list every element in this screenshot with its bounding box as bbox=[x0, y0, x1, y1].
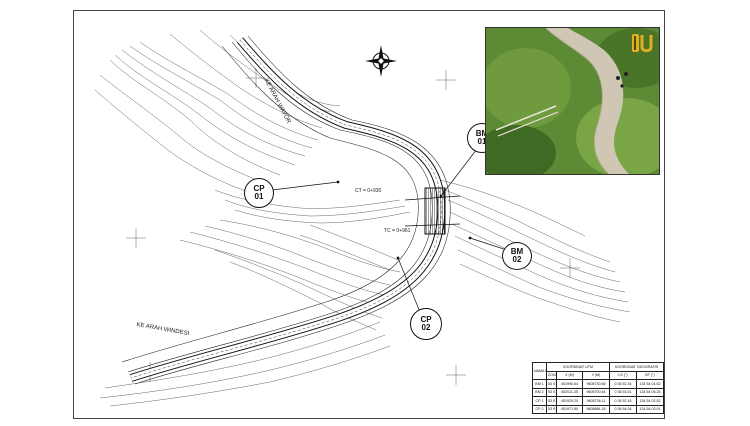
marker-cp01-line1: CP bbox=[253, 183, 265, 193]
cell-bt: 134 54 03.91 bbox=[636, 404, 665, 414]
marker-cp01-line2: 01 bbox=[254, 192, 264, 201]
marker-bm01-line1: BM bbox=[475, 128, 489, 138]
aerial-photo-inset bbox=[485, 27, 660, 175]
table-row: CP 1 53 S 451929.20 9605736.11 0 36 52.1… bbox=[532, 396, 665, 406]
table-header-geo: KOORDINAT GEOGRAFIS bbox=[609, 362, 665, 372]
table-header-ls: LS (°) bbox=[609, 370, 638, 380]
cell-ls: 0 36 52.16 bbox=[609, 396, 638, 406]
cell-name: CP 1 bbox=[532, 396, 547, 406]
marker-cp02: CP 02 bbox=[410, 308, 442, 340]
north-arrow-icon bbox=[365, 45, 397, 77]
table-header-x: X (M) bbox=[556, 370, 583, 380]
cell-ls: 0 36 52.34 bbox=[609, 379, 638, 389]
marker-bm02: BM 02 bbox=[502, 242, 532, 270]
cell-ls: 0 36 54.04 bbox=[609, 404, 638, 414]
cell-x: 451990.64 bbox=[556, 379, 583, 389]
cell-y: 9605684.18 bbox=[581, 404, 611, 414]
table-header-bt: BT (°) bbox=[636, 370, 665, 380]
chainage-label-ct: CT = 0+930 bbox=[355, 188, 382, 194]
cell-ls: 0 36 53.51 bbox=[609, 387, 638, 397]
cell-name: BM 2 bbox=[532, 387, 547, 397]
cell-x: 451929.20 bbox=[556, 396, 583, 406]
cell-name: BM 1 bbox=[532, 379, 547, 389]
table-header-name: NAMA PATOK bbox=[532, 362, 547, 380]
cell-zone: 53 S bbox=[546, 387, 557, 397]
marker-cp02-line1: CP bbox=[420, 314, 432, 324]
cell-y: 9605736.11 bbox=[581, 396, 611, 406]
cell-zone: 53 S bbox=[546, 379, 557, 389]
table-row: CP 2 53 S 451971.80 9605684.18 0 36 54.0… bbox=[532, 404, 665, 414]
cell-bt: 134 54 05.25 bbox=[636, 387, 665, 397]
cell-x: 452011.35 bbox=[556, 387, 583, 397]
marker-bm02-line1: BM bbox=[510, 246, 524, 256]
cell-x: 451971.80 bbox=[556, 404, 583, 414]
cell-y: 9605700.54 bbox=[581, 387, 611, 397]
table-row: BM 1 53 S 451990.64 9605730.65 0 36 52.3… bbox=[532, 379, 665, 389]
survey-points bbox=[336, 180, 472, 260]
marker-cp02-line2: 02 bbox=[421, 323, 431, 332]
table-header-row-2: ZONE X (M) Y (M) LS (°) BT (°) bbox=[533, 370, 665, 380]
cell-y: 9605730.65 bbox=[581, 379, 611, 389]
aerial-photo-image bbox=[486, 28, 659, 174]
bridge-structure bbox=[404, 187, 461, 235]
table-header-zone: ZONE bbox=[546, 370, 557, 380]
drawing-frame bbox=[73, 10, 665, 419]
table-header-utm: KOORDINAT UTM bbox=[545, 362, 611, 372]
cell-bt: 134 54 04.52 bbox=[636, 379, 665, 389]
marker-bm02-line2: 02 bbox=[512, 255, 522, 264]
chainage-label-tc: TC = 0+961 bbox=[384, 228, 411, 234]
coordinate-table: NAMA PATOK KOORDINAT UTM KOORDINAT GEOGR… bbox=[532, 362, 665, 414]
cell-name: CP 2 bbox=[532, 404, 547, 414]
table-row: BM 2 53 S 452011.35 9605700.54 0 36 53.5… bbox=[532, 387, 665, 397]
marker-cp01: CP 01 bbox=[244, 178, 274, 208]
marker-bm01-line2: 01 bbox=[477, 137, 487, 146]
pu-logo-icon bbox=[632, 34, 653, 53]
cell-bt: 134 54 02.53 bbox=[636, 396, 665, 406]
cell-zone: 53 S bbox=[546, 396, 557, 406]
table-header-y: Y (M) bbox=[581, 370, 611, 380]
terrain-contours-upper bbox=[94, 29, 411, 224]
table-header-row-1: NAMA PATOK KOORDINAT UTM KOORDINAT GEOGR… bbox=[532, 362, 665, 380]
cell-zone: 53 S bbox=[546, 404, 557, 414]
